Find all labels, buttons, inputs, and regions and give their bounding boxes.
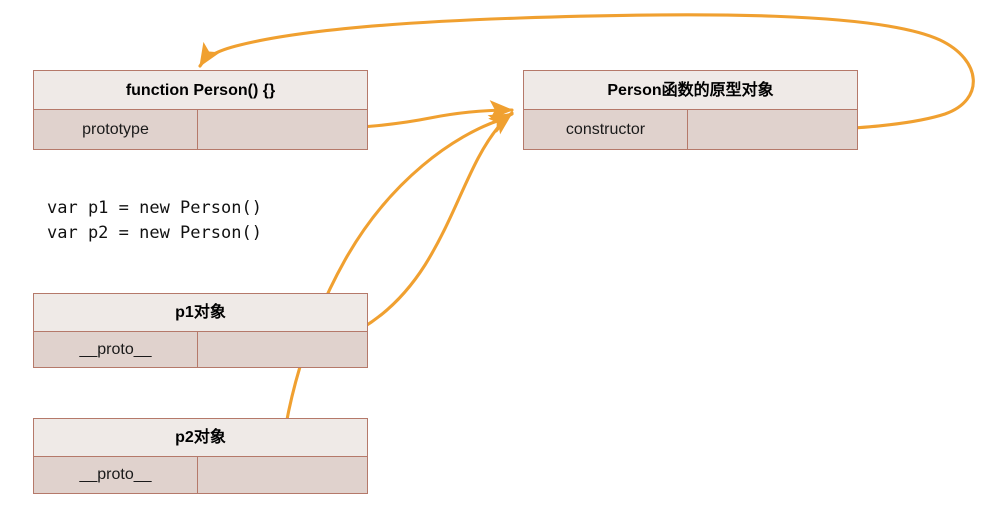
code-snippet: var p1 = new Person() var p2 = new Perso… <box>47 198 262 243</box>
box-person-prototype[interactable]: Person函数的原型对象 constructor <box>523 70 858 150</box>
box-p1-object-row: __proto__ <box>34 332 367 367</box>
box-person-function-row: prototype <box>34 110 367 149</box>
property-prototype-label: prototype <box>34 110 198 149</box>
box-person-function-header: function Person() {} <box>34 71 367 110</box>
property-p2-proto-value <box>198 457 367 493</box>
property-p2-proto-label: __proto__ <box>34 457 198 493</box>
property-p1-proto-label: __proto__ <box>34 332 198 367</box>
box-p1-object[interactable]: p1对象 __proto__ <box>33 293 368 368</box>
box-p2-object-header: p2对象 <box>34 419 367 457</box>
box-person-function[interactable]: function Person() {} prototype <box>33 70 368 150</box>
box-p1-object-header: p1对象 <box>34 294 367 332</box>
property-prototype-value <box>198 110 367 149</box>
box-person-prototype-header: Person函数的原型对象 <box>524 71 857 110</box>
property-constructor-value <box>688 110 857 149</box>
property-constructor-label: constructor <box>524 110 688 149</box>
box-p2-object-row: __proto__ <box>34 457 367 493</box>
box-person-prototype-row: constructor <box>524 110 857 149</box>
box-p2-object[interactable]: p2对象 __proto__ <box>33 418 368 494</box>
property-p1-proto-value <box>198 332 367 367</box>
